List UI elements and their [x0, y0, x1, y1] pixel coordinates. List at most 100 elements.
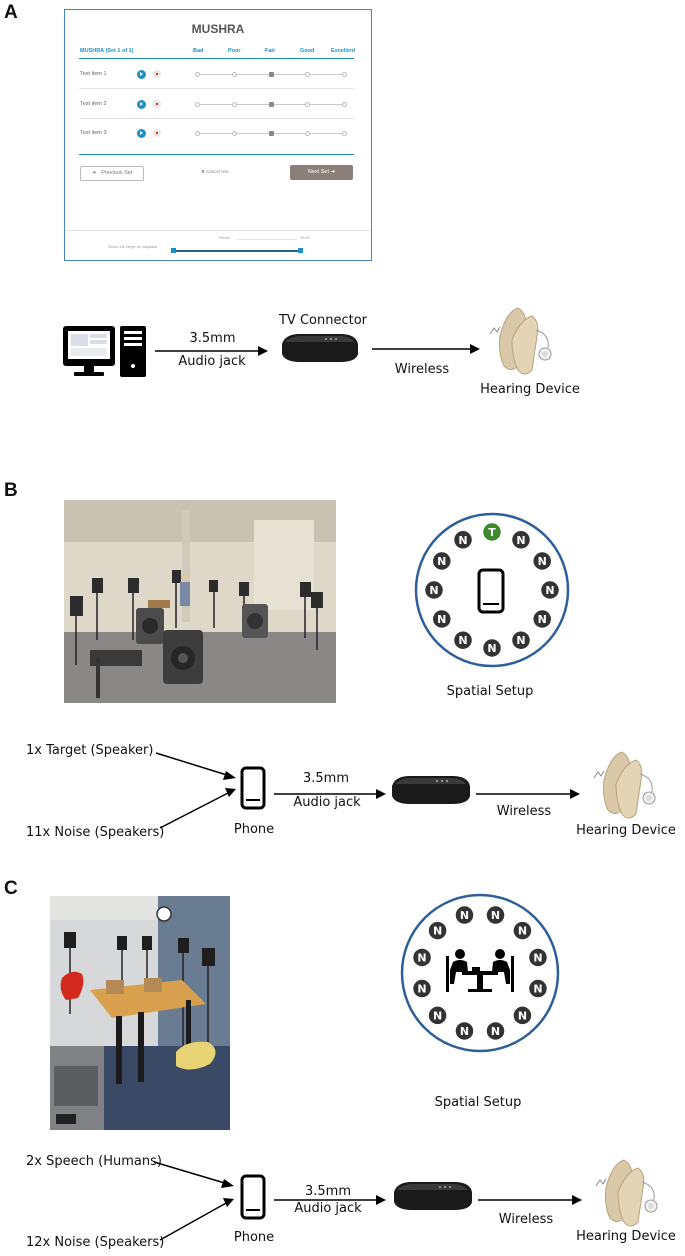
svg-text:N: N	[487, 642, 496, 655]
flow-b-target-label: 1x Target (Speaker)	[26, 743, 154, 758]
slider-tick	[195, 72, 200, 77]
arrow-noise-to-phone	[159, 1201, 229, 1241]
svg-text:N: N	[460, 1025, 469, 1038]
svg-text:N: N	[433, 1009, 442, 1022]
slider-tick	[342, 102, 347, 107]
cancel-test-link[interactable]: ✖ Cancel test	[201, 169, 229, 175]
speaker-room-photo	[64, 500, 336, 703]
scale-label-poor: Poor	[228, 48, 241, 54]
test-item-3-stop-icon[interactable]	[153, 129, 161, 137]
spatial-setup-c-label: Spatial Setup	[434, 1095, 522, 1110]
flow-c-wireless-label: Wireless	[498, 1212, 554, 1227]
range-end-handle[interactable]	[298, 248, 303, 253]
meeting-table-icon	[446, 949, 514, 992]
flow-b-link1-top: 3.5mm	[302, 771, 349, 786]
test-item-3-label: Test item 3	[80, 130, 107, 136]
tv-connector-icon	[392, 776, 470, 804]
slider-tick	[305, 131, 310, 136]
noise-speaker-badge: N	[454, 1020, 475, 1042]
mushra-footer-rule	[79, 154, 354, 156]
slider-tick	[232, 102, 237, 107]
scale-label-bad: Bad	[193, 48, 204, 54]
test-item-2-slider-knob[interactable]	[268, 102, 274, 107]
target-speaker-badge: T	[481, 521, 503, 543]
test-item-1-label: Test item 1	[80, 71, 107, 77]
hearing-device-icon	[595, 1159, 658, 1227]
progress-track	[237, 239, 297, 240]
svg-text:N: N	[518, 925, 527, 938]
noise-speaker-badge: N	[485, 1020, 506, 1042]
noise-speaker-badge: N	[452, 529, 474, 551]
test-item-1-slider-knob[interactable]	[268, 72, 274, 77]
test-item-2-play-icon[interactable]	[137, 100, 146, 109]
svg-text:N: N	[516, 534, 525, 547]
spatial-ring	[414, 512, 570, 668]
noise-speaker-badge: N	[510, 529, 532, 551]
previous-set-label: Previous Set	[101, 170, 133, 176]
close-icon: ✖	[201, 169, 205, 174]
noise-speaker-badge: N	[431, 608, 453, 630]
flow-b-hearing-device-label: Hearing Device	[576, 823, 676, 838]
test-item-1-stop-icon[interactable]	[153, 70, 161, 78]
hearing-device-icon	[489, 307, 552, 375]
test-item-3-slider-knob[interactable]	[268, 131, 274, 136]
phone-icon	[240, 1174, 266, 1220]
flow-a-diagram	[63, 307, 552, 377]
svg-text:N: N	[417, 983, 426, 996]
next-set-button[interactable]: Next Set ➜	[290, 165, 353, 180]
previous-set-button[interactable]: ➜ Previous Set	[80, 166, 144, 181]
noise-speaker-badge: N	[512, 920, 533, 941]
noise-speaker-badge: N	[531, 608, 553, 630]
svg-text:N: N	[533, 983, 542, 996]
row-divider	[79, 118, 354, 119]
noise-speaker-badge: N	[411, 978, 433, 999]
arrow-speech-to-phone	[153, 1161, 229, 1185]
test-item-2-stop-icon[interactable]	[153, 100, 161, 108]
svg-text:N: N	[437, 555, 446, 568]
mushra-set-label: MUSHRA (Set 1 of 1)	[80, 48, 134, 54]
svg-text:N: N	[429, 584, 438, 597]
noise-speaker-badge: N	[539, 579, 561, 601]
flow-c-link1-bottom: Audio jack	[294, 1201, 362, 1216]
flow-b-wireless-label: Wireless	[496, 804, 552, 819]
flow-b-diagram	[155, 751, 656, 829]
svg-text:N: N	[417, 951, 426, 964]
time-readout: 00:00	[300, 236, 310, 240]
flow-c-link1-top: 3.5mm	[304, 1184, 351, 1199]
range-start-handle[interactable]	[171, 248, 176, 253]
test-item-3-play-icon[interactable]	[137, 129, 146, 138]
noise-speaker-badge: N	[427, 1005, 448, 1026]
hearing-device-icon	[593, 751, 656, 819]
arrow-left-icon: ➜	[91, 170, 97, 176]
flow-b-phone-label: Phone	[233, 822, 275, 837]
slider-tick	[195, 131, 200, 136]
svg-text:N: N	[538, 613, 547, 626]
flow-a-link1-top: 3.5mm	[189, 331, 236, 346]
flow-c-noise-label: 12x Noise (Speakers)	[26, 1235, 165, 1250]
flow-a-hearing-device-label: Hearing Device	[480, 382, 580, 397]
noise-speaker-badge: N	[423, 579, 445, 601]
slider-tick	[232, 131, 237, 136]
slider-tick	[195, 102, 200, 107]
svg-text:N: N	[545, 584, 554, 597]
flow-c-speech-label: 2x Speech (Humans)	[26, 1154, 162, 1169]
tv-connector-icon	[394, 1182, 472, 1210]
noise-speaker-badge: N	[531, 550, 553, 572]
mushra-window: MUSHRA MUSHRA (Set 1 of 1) Bad Poor Fair…	[64, 9, 372, 261]
flow-c-phone-label: Phone	[233, 1230, 275, 1245]
slider-tick	[305, 72, 310, 77]
scale-label-good: Good	[300, 48, 315, 54]
flow-c-hearing-device-label: Hearing Device	[576, 1229, 676, 1244]
test-item-1-play-icon[interactable]	[137, 70, 146, 79]
playback-range-slider[interactable]	[173, 250, 301, 252]
next-set-label: Next Set	[307, 169, 329, 175]
phone-icon	[240, 766, 266, 810]
pause-label[interactable]: Pause	[219, 236, 230, 240]
flow-c-diagram	[153, 1159, 658, 1241]
flow-a-link1-bottom: Audio jack	[178, 354, 246, 369]
svg-text:N: N	[533, 951, 542, 964]
svg-text:N: N	[458, 534, 467, 547]
computer-icon	[63, 326, 146, 377]
